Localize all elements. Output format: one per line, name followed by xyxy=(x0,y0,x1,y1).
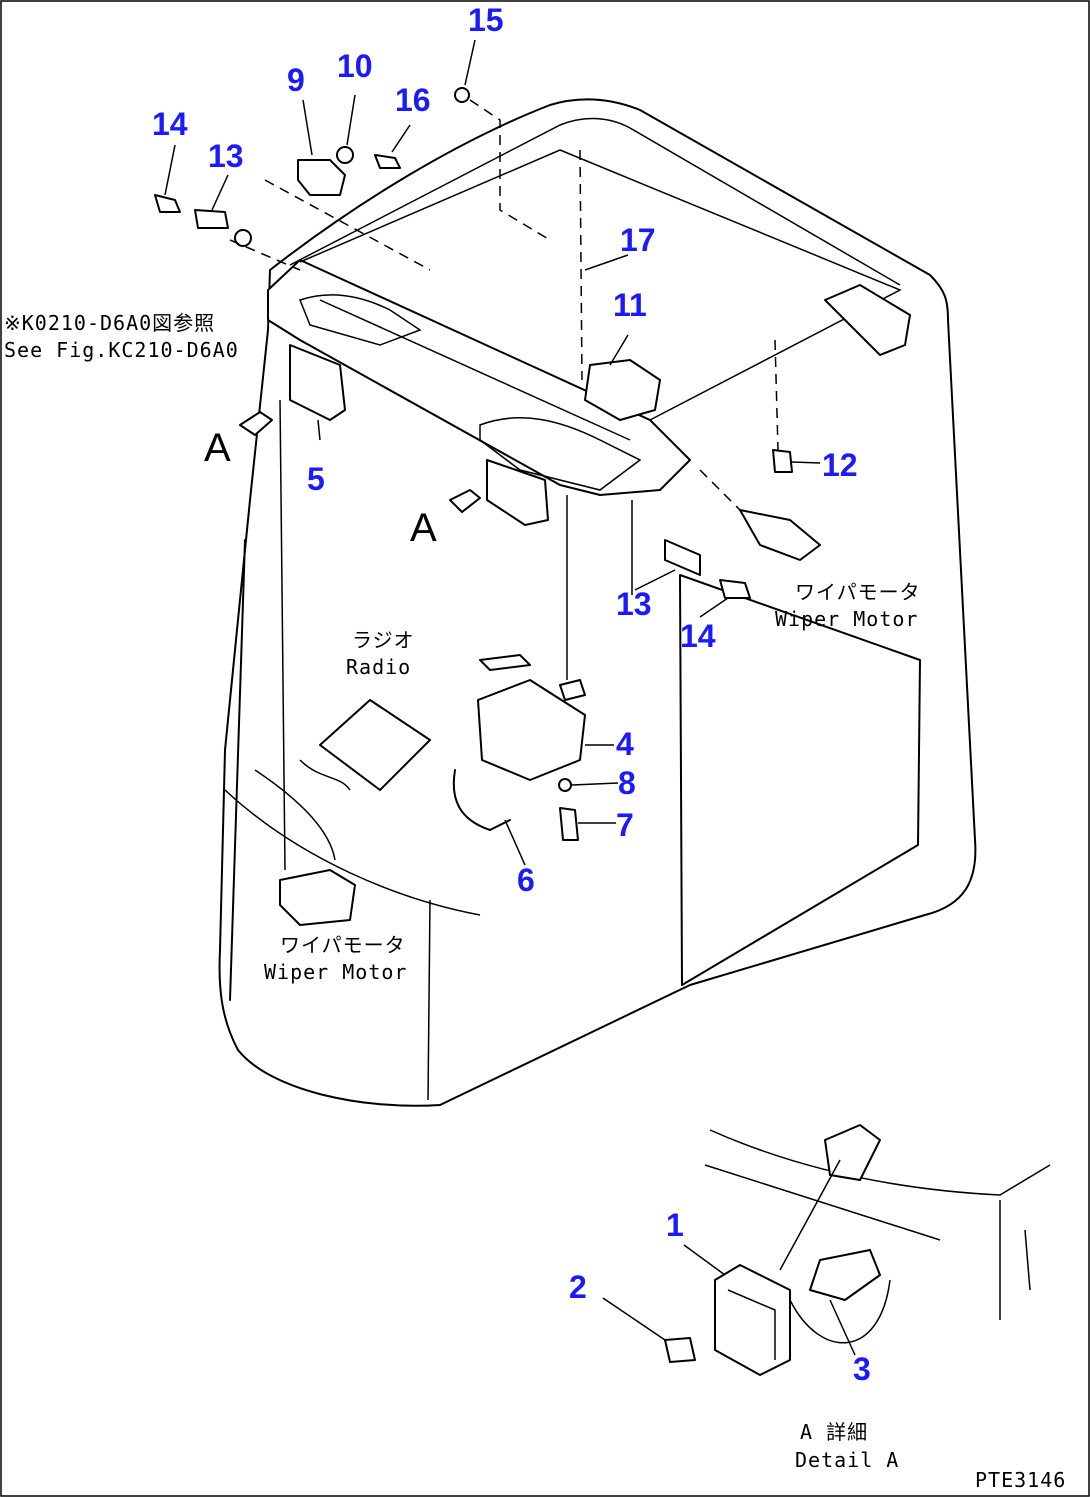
rear-window xyxy=(679,574,921,986)
wiper-right-en: Wiper Motor xyxy=(775,607,919,631)
callout-12: 12 xyxy=(822,447,858,483)
antenna-cable-6 xyxy=(452,769,511,831)
callout-13-top: 13 xyxy=(208,138,244,174)
callout-5: 5 xyxy=(307,461,325,497)
callout-6: 6 xyxy=(517,862,535,898)
wiper-motor-right xyxy=(739,509,821,561)
cab-shell xyxy=(218,98,977,1107)
overhead-beam-top xyxy=(299,149,902,421)
radio-label-en: Radio xyxy=(346,655,412,679)
callout-16: 16 xyxy=(395,82,431,118)
radio-clip xyxy=(559,679,586,701)
left-pillar-inner xyxy=(279,399,286,871)
view-arrow-left xyxy=(239,411,273,436)
wiper-motor-left xyxy=(279,869,356,926)
callout-1: 1 xyxy=(666,1207,684,1243)
lower-panel xyxy=(224,789,481,916)
bolt-14-top xyxy=(154,194,181,213)
bracket-11 xyxy=(584,359,661,421)
grommet-top xyxy=(234,229,252,247)
callout-7: 7 xyxy=(616,807,634,843)
wiper-cover-right xyxy=(824,284,911,356)
figure-code: PTE3146 xyxy=(975,1468,1067,1492)
bolt-14-right xyxy=(719,579,751,599)
radio-label-jp: ラジオ xyxy=(352,628,415,652)
callout-2: 2 xyxy=(569,1269,587,1305)
callout-9: 9 xyxy=(287,62,305,98)
detail-a-en: Detail A xyxy=(795,1448,900,1472)
left-pillar xyxy=(229,539,246,1001)
washer-10 xyxy=(336,146,354,164)
callout-14-right: 14 xyxy=(680,618,716,654)
bolt-16 xyxy=(374,154,401,169)
detail-bracket-3 xyxy=(809,1249,881,1301)
callout-11: 11 xyxy=(613,287,647,323)
radio-unit xyxy=(319,699,431,791)
detail-bolt-2 xyxy=(664,1337,696,1363)
wiper-right-jp: ワイパモータ xyxy=(795,580,921,604)
cab-roof-inner xyxy=(289,117,901,286)
overhead-beam xyxy=(267,259,691,496)
view-a-center-label: A xyxy=(410,506,437,550)
radio-box-4 xyxy=(477,679,586,781)
bracket-9 xyxy=(297,159,346,196)
callout-15: 15 xyxy=(468,2,504,38)
nut-15 xyxy=(454,87,470,103)
screw-12 xyxy=(772,449,793,473)
view-arrow-center xyxy=(449,489,481,513)
screw-7 xyxy=(559,807,579,841)
center-line xyxy=(427,899,431,1101)
clip-13-right xyxy=(664,539,701,576)
clip-13-top xyxy=(194,209,229,229)
callout-8: 8 xyxy=(618,765,636,801)
speaker-left xyxy=(289,344,346,421)
wiper-left-en: Wiper Motor xyxy=(264,960,408,984)
detail-flag xyxy=(824,1124,881,1181)
detail-light-1 xyxy=(714,1264,791,1376)
view-a-left-label: A xyxy=(204,426,231,470)
wiper-left-jp: ワイパモータ xyxy=(280,933,406,957)
ref-fig-en: See Fig.KC210-D6A0 xyxy=(4,338,239,362)
detail-a-jp: A 詳細 xyxy=(800,1420,869,1444)
ref-fig-jp: ※K0210-D6A0図参照 xyxy=(4,311,216,335)
callout-3: 3 xyxy=(853,1351,871,1387)
speaker-center xyxy=(486,459,549,526)
callout-17: 17 xyxy=(620,222,656,258)
callout-14-top: 14 xyxy=(152,106,188,142)
callout-4: 4 xyxy=(616,726,634,762)
callout-10: 10 xyxy=(337,48,373,84)
radio-plate xyxy=(479,654,531,671)
callout-13-right: 13 xyxy=(616,586,652,622)
washer-8 xyxy=(558,778,572,792)
